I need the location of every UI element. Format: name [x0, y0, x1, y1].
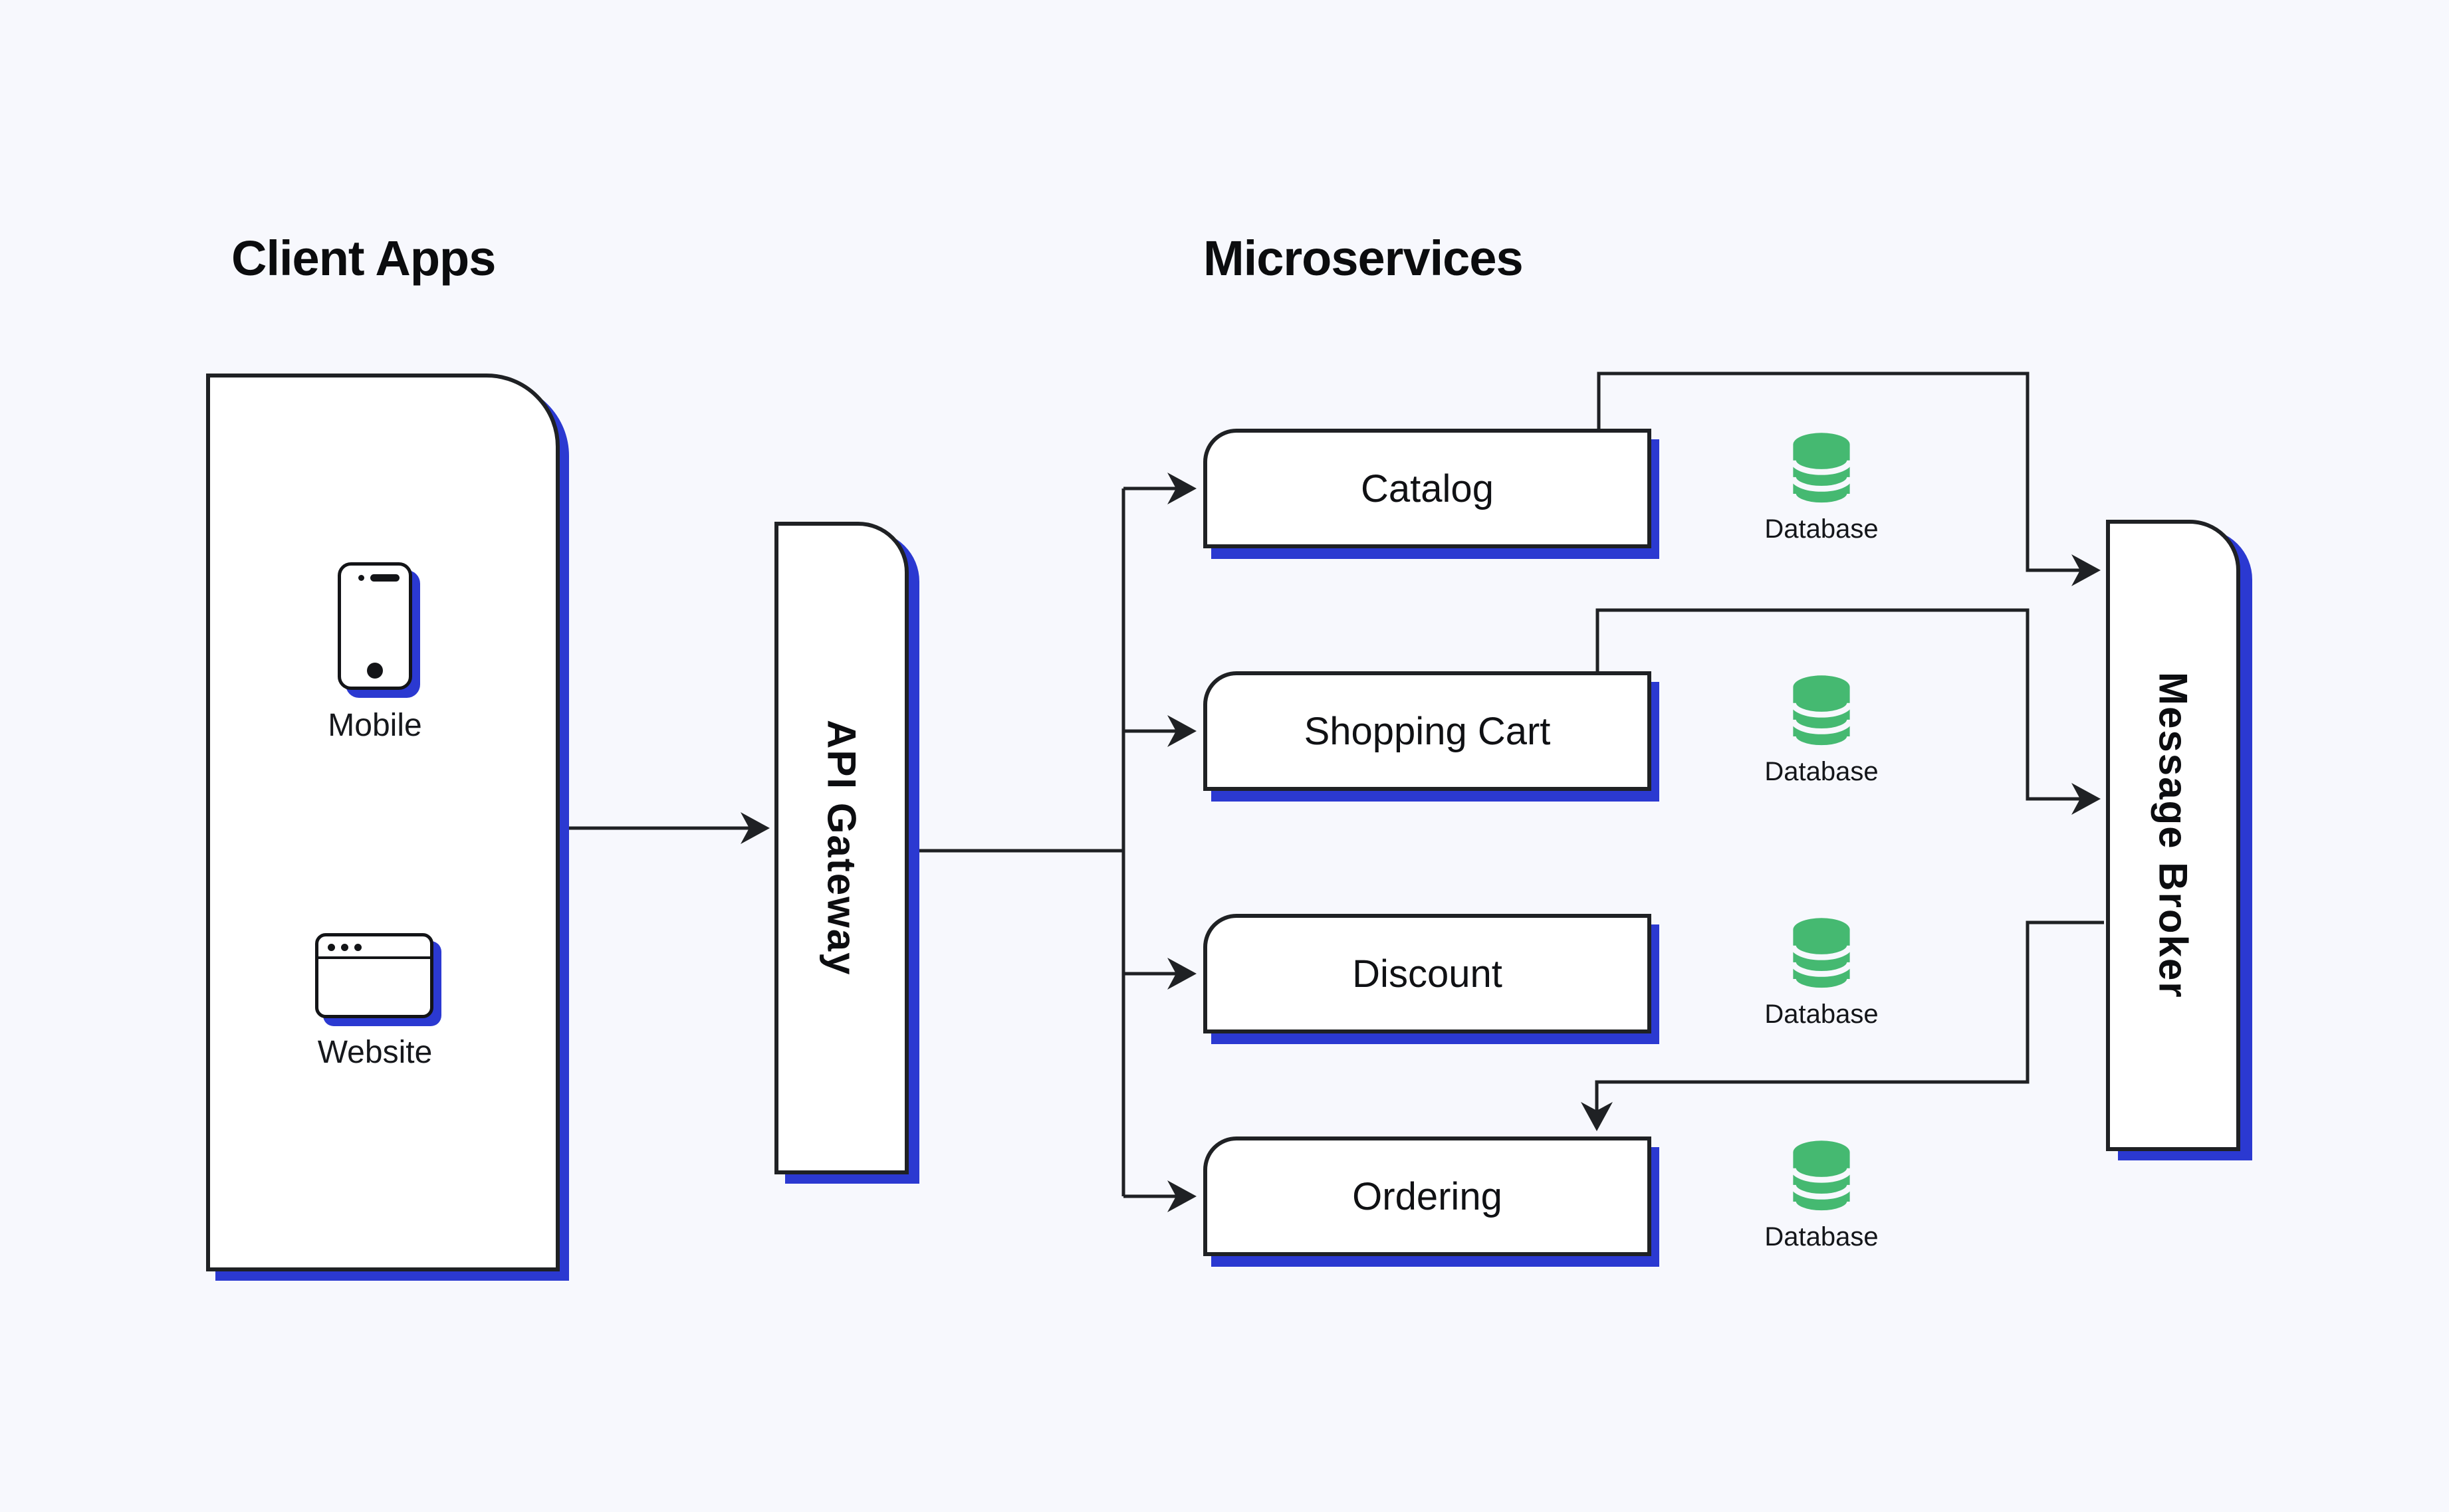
- mobile-label: Mobile: [328, 708, 422, 743]
- edge-catalog-to-broker: [1597, 372, 2081, 572]
- client-apps-content: Mobile Website: [210, 378, 556, 1267]
- arrowhead-icon: [2071, 783, 2101, 815]
- phone-speaker-bar: [370, 574, 400, 582]
- arrowhead-icon: [1581, 1102, 1613, 1131]
- arrowhead-icon: [2071, 554, 2101, 586]
- browser-titlebar: [318, 936, 430, 959]
- browser-dot: [328, 944, 335, 951]
- service-box-discount: Discount: [1203, 914, 1651, 1033]
- database-label: Database: [1764, 514, 1879, 544]
- edge-broker-to-ordering: [1595, 920, 2104, 1111]
- phone-home-button: [367, 663, 383, 679]
- browser-dot: [341, 944, 348, 951]
- message-broker-box: Message Broker: [2106, 520, 2240, 1151]
- browser-window-icon: [315, 933, 433, 1018]
- service-label: Discount: [1352, 952, 1502, 996]
- arrowhead-icon: [1167, 473, 1197, 504]
- service-label: Catalog: [1361, 467, 1494, 510]
- browser-dot: [354, 944, 362, 951]
- service-box-ordering: Ordering: [1203, 1136, 1651, 1256]
- arrowhead-icon: [741, 812, 770, 844]
- database-cylinder-icon: [1790, 918, 1853, 994]
- clients-heading: Client Apps: [231, 231, 496, 286]
- arrowhead-icon: [1167, 715, 1197, 747]
- database-discount: Database: [1735, 916, 1908, 1029]
- phone-camera-dot: [358, 575, 364, 581]
- smartphone-icon: [338, 562, 412, 690]
- service-label: Ordering: [1352, 1174, 1502, 1218]
- client-apps-box: Mobile Website: [206, 374, 560, 1271]
- arrowhead-icon: [1167, 1180, 1197, 1212]
- database-cylinder-icon: [1790, 675, 1853, 751]
- database-label: Database: [1764, 757, 1879, 786]
- service-box-shopping-cart: Shopping Cart: [1203, 671, 1651, 791]
- database-label: Database: [1764, 1222, 1879, 1251]
- database-label: Database: [1764, 1000, 1879, 1029]
- database-cylinder-icon: [1790, 1140, 1853, 1216]
- database-catalog: Database: [1735, 431, 1908, 544]
- message-broker-label: Message Broker: [2151, 672, 2196, 999]
- service-box-catalog: Catalog: [1203, 429, 1651, 548]
- database-shopping-cart: Database: [1735, 673, 1908, 787]
- website-label: Website: [317, 1035, 433, 1070]
- api-gateway-box: API Gateway: [774, 522, 909, 1174]
- edge-shopping-cart-to-broker: [1595, 608, 2081, 801]
- database-cylinder-icon: [1790, 433, 1853, 508]
- arrowhead-icon: [1167, 958, 1197, 990]
- api-gateway-label: API Gateway: [819, 720, 864, 976]
- service-label: Shopping Cart: [1304, 709, 1551, 753]
- microservices-heading: Microservices: [1203, 231, 1524, 286]
- database-ordering: Database: [1735, 1138, 1908, 1252]
